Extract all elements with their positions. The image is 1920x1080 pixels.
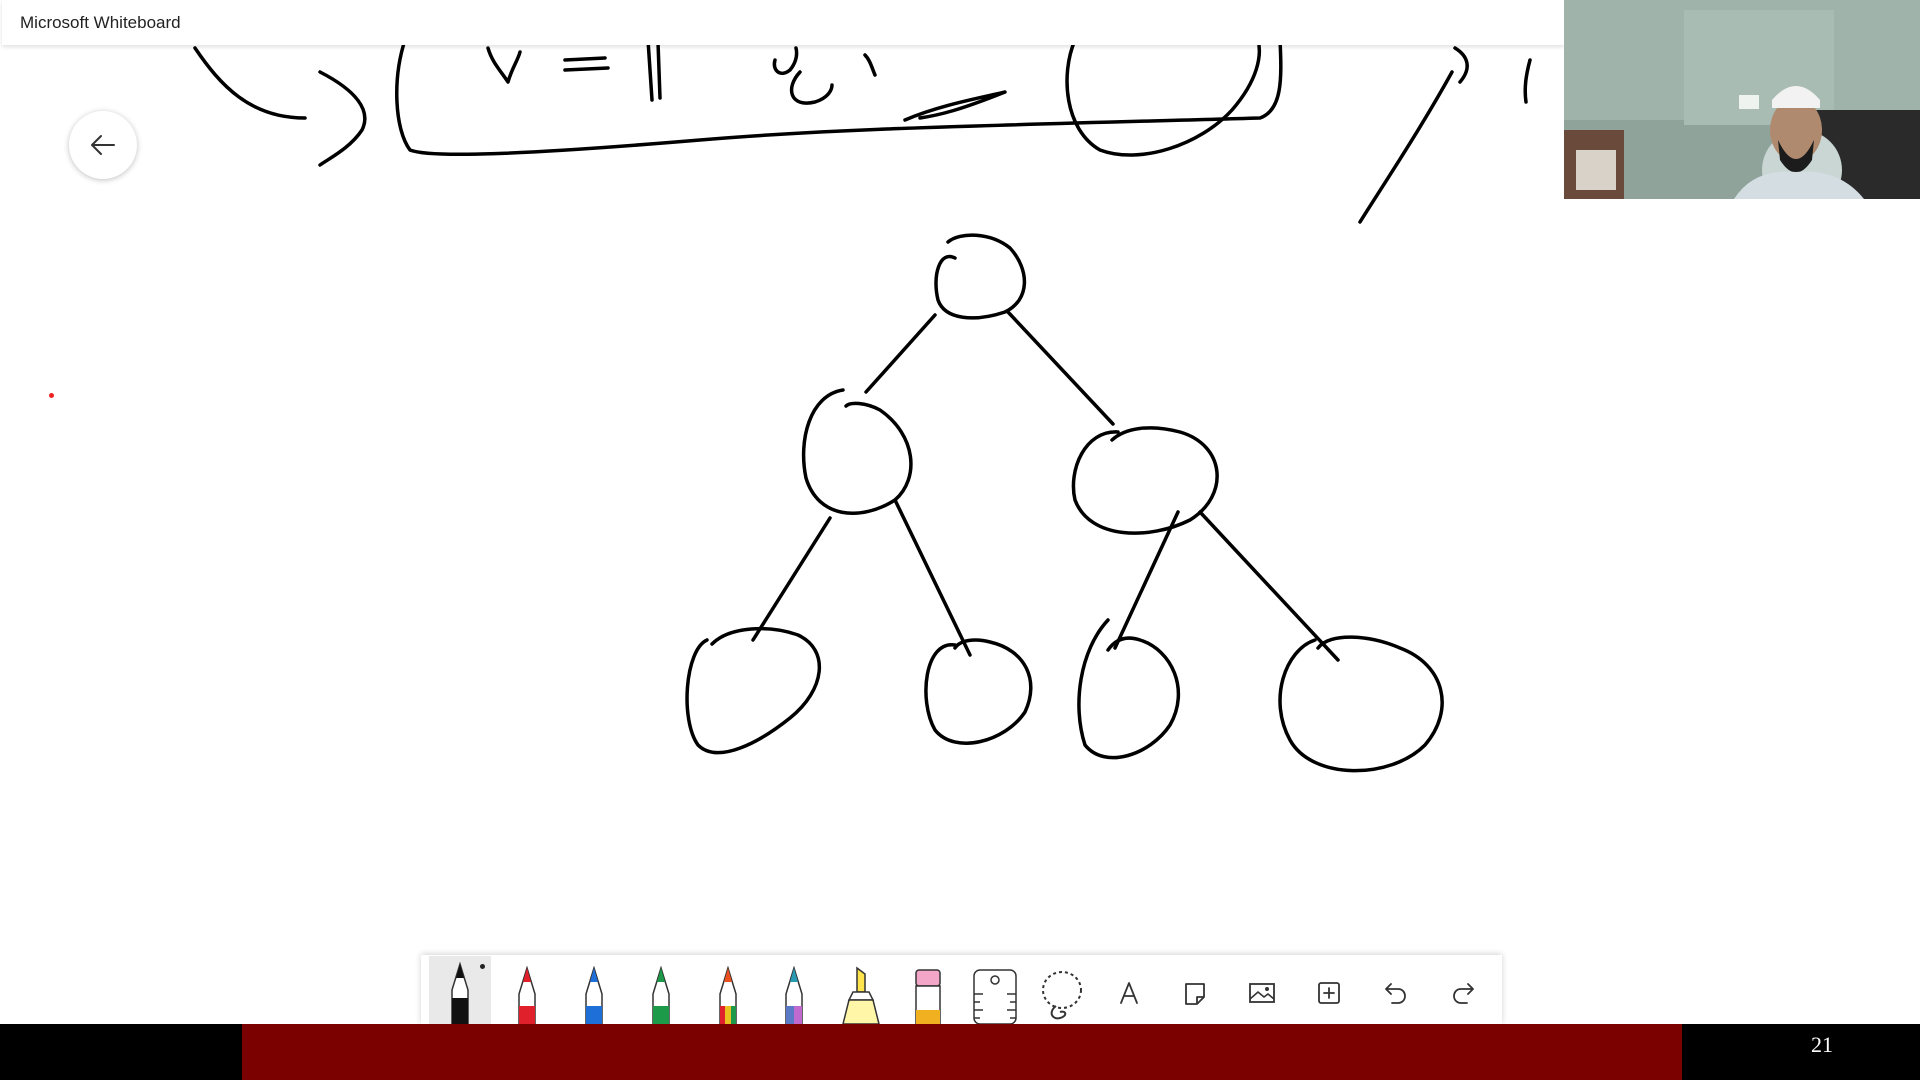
red-pen-icon (518, 966, 536, 1024)
whiteboard-window: Microsoft Whiteboard (0, 0, 1920, 1024)
lasso-tool[interactable] (1031, 962, 1093, 1024)
tree-node-root (934, 233, 1027, 320)
tree-edge-left-right (893, 498, 972, 657)
binary-tree-drawing (685, 233, 1444, 773)
undo-icon (1384, 983, 1406, 1004)
arrow-left-icon (91, 135, 115, 155)
eraser-icon (915, 969, 941, 1024)
rainbow-pen-icon (718, 966, 737, 1024)
ruler-icon (973, 969, 1017, 1024)
pen-settings-dot (480, 964, 486, 969)
black-pen-tool[interactable] (429, 956, 492, 1024)
red-pen-tool[interactable] (496, 962, 558, 1024)
green-pen-tool[interactable] (630, 962, 692, 1024)
tree-node-rr (1278, 635, 1444, 773)
galaxy-pen-tool[interactable] (763, 962, 825, 1024)
redo-tool[interactable] (1432, 962, 1494, 1024)
whiteboard-canvas[interactable] (0, 0, 1920, 1024)
add-tool[interactable] (1298, 962, 1360, 1024)
tree-edge-root-left (864, 313, 937, 394)
title-bar: Microsoft Whiteboard (2, 0, 1564, 45)
image-icon (1249, 983, 1276, 1003)
redo-icon (1452, 983, 1474, 1004)
tree-edge-right-right (1198, 510, 1340, 662)
tree-edge-left-left (751, 516, 832, 642)
tree-node-ll (685, 626, 822, 755)
galaxy-pen-icon (785, 966, 804, 1024)
blue-pen-tool[interactable] (563, 962, 625, 1024)
sticky-note-tool[interactable] (1164, 962, 1226, 1024)
highlighter-icon (842, 966, 881, 1024)
add-icon (1318, 982, 1340, 1004)
page-number: 21 (1811, 1032, 1833, 1057)
sticky-note-icon (1185, 983, 1206, 1005)
tree-node-rl (1077, 618, 1181, 760)
highlighter-tool[interactable] (830, 962, 892, 1024)
tree-edge-right-left (1113, 510, 1180, 650)
tree-edge-root-right (1006, 310, 1115, 426)
undo-tool[interactable] (1365, 962, 1427, 1024)
text-icon (1119, 982, 1138, 1004)
presentation-footer: 21 (0, 1024, 1920, 1080)
green-pen-icon (652, 966, 670, 1024)
laser-pointer-dot (49, 393, 54, 398)
back-button[interactable] (69, 111, 137, 179)
blue-pen-icon (585, 966, 603, 1024)
rainbow-pen-tool[interactable] (697, 962, 759, 1024)
black-pen-icon (451, 962, 470, 1024)
inking-toolbar (421, 955, 1502, 1024)
footer-accent-band: 21 (242, 1024, 1833, 1080)
eraser-tool[interactable] (897, 962, 959, 1024)
image-tool[interactable] (1231, 962, 1293, 1024)
app-title: Microsoft Whiteboard (20, 12, 181, 32)
tree-node-lr (924, 638, 1033, 745)
formula-ink (193, 38, 1532, 224)
tree-node-left (801, 388, 913, 515)
text-tool[interactable] (1098, 962, 1160, 1024)
tree-node-right (1071, 426, 1219, 535)
ruler-tool[interactable] (964, 962, 1026, 1024)
webcam-overlay (1564, 0, 1920, 199)
lasso-icon (1041, 971, 1082, 1020)
